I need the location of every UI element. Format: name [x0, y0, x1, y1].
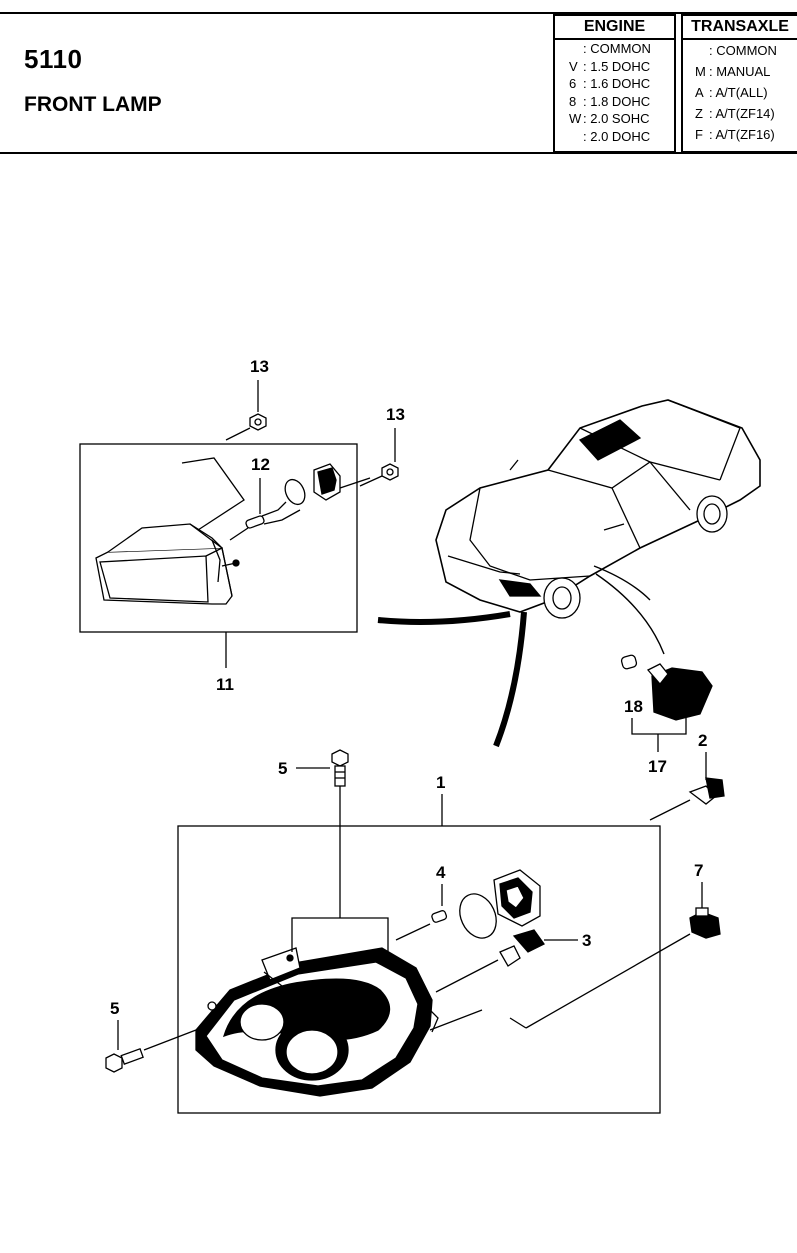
bolt-5-upper: [331, 749, 349, 787]
leader-line: [263, 971, 301, 1001]
engine-row: W: 2.0 SOHC: [569, 111, 650, 126]
headlamp-o-ring: [459, 893, 497, 939]
callout-12: 12: [251, 455, 270, 474]
bolt-5-lower: [105, 1047, 144, 1073]
leader-line: [143, 1029, 197, 1051]
callout-bracket-17: [631, 718, 687, 735]
socket-7: [689, 907, 721, 939]
callout-5-upper: 5: [278, 759, 287, 778]
transaxle-table: TRANSAXLE : COMMON M: MANUAL A: A/T(ALL)…: [681, 14, 797, 153]
leader-line: [395, 923, 431, 941]
engine-row: V: 1.5 DOHC: [569, 58, 651, 74]
callout-17: 17: [648, 757, 667, 776]
callout-18: 18: [624, 697, 643, 716]
transaxle-row: F: A/T(ZF16): [695, 127, 775, 142]
engine-row: : COMMON: [583, 41, 651, 56]
callout-1: 1: [436, 773, 445, 792]
header-bottom-rule: [0, 152, 797, 154]
nut-13-right: [381, 463, 399, 481]
engine-heading: ENGINE: [555, 16, 674, 40]
pointer-to-side-marker: [595, 573, 665, 655]
leader-line: [525, 933, 691, 1029]
headlamp-cover: [493, 869, 541, 927]
leader-line: [429, 1009, 483, 1031]
pointer-line: [593, 565, 651, 601]
callout-13-right: 13: [386, 405, 405, 424]
side-marker-bulb: [620, 654, 638, 670]
leader-line: [225, 427, 251, 441]
callout-4: 4: [436, 863, 446, 882]
header-top-rule: [0, 12, 797, 14]
pointer-to-headlamp: [493, 611, 527, 748]
leader-line: [339, 477, 371, 489]
leader-line: [435, 959, 499, 993]
leader-line: [649, 799, 691, 821]
car-illustration: [435, 399, 761, 619]
callout-11: 11: [216, 675, 234, 694]
engine-row: : 2.0 DOHC: [583, 128, 651, 144]
leader-line: [359, 475, 383, 487]
callout-2: 2: [698, 731, 707, 750]
position-bulb: [431, 910, 448, 923]
transaxle-heading: TRANSAXLE: [683, 16, 797, 40]
pointer-to-fog-lamp: [377, 611, 511, 625]
transaxle-row: Z: A/T(ZF14): [695, 106, 775, 121]
header: 5110 FRONT LAMP ENGINE : COMMON V: 1.5 D…: [0, 0, 797, 154]
callout-5-lower: 5: [110, 999, 119, 1018]
fog-bulb: [229, 478, 301, 541]
engine-row: 6: 1.6 DOHC: [569, 76, 651, 91]
fog-socket: [313, 463, 341, 501]
headlamp-bulb: [499, 929, 545, 967]
headlamp-assembly-frame: [177, 825, 661, 1114]
leader-line: [509, 1017, 527, 1029]
transaxle-row: A: A/T(ALL): [695, 85, 768, 100]
transaxle-row: : COMMON: [709, 43, 777, 58]
nut-13-upper: [249, 413, 267, 431]
fog-lamp-housing: [95, 523, 240, 605]
section-title: FRONT LAMP: [24, 93, 162, 116]
part-number: 5110: [24, 44, 83, 74]
callout-3: 3: [582, 931, 591, 950]
fog-lamp-assembly-frame: [79, 443, 358, 633]
leader-line: [181, 457, 245, 531]
headlamp-housing: [195, 947, 439, 1097]
bulb-2: [688, 777, 725, 805]
engine-row: 8: 1.8 DOHC: [569, 93, 651, 109]
engine-table: ENGINE : COMMON V: 1.5 DOHC 6: 1.6 DOHC …: [553, 14, 676, 153]
side-marker-lamp: [646, 663, 713, 721]
callout-7: 7: [694, 861, 703, 880]
callout-13-upper: 13: [250, 357, 269, 376]
callout-bracket-5: [291, 917, 389, 952]
fog-o-ring: [284, 478, 306, 506]
transaxle-row: M: MANUAL: [695, 64, 771, 79]
